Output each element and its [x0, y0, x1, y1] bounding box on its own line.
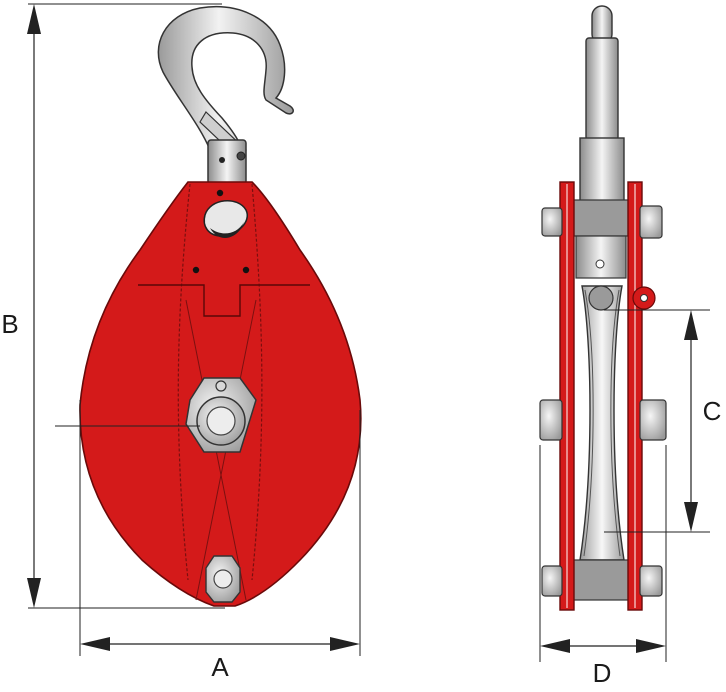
- strap-right: [251, 183, 263, 581]
- dim-a-arrow-right: [330, 637, 360, 651]
- bottom-axle: [205, 555, 241, 603]
- grease-nipple: [215, 380, 227, 392]
- dimension-b: B: [1, 3, 225, 609]
- dim-b-arrow-top: [27, 4, 41, 34]
- center-axle-bore: [206, 406, 236, 436]
- lower-spacer-block: [571, 559, 631, 601]
- bolt-set-bottom: [541, 565, 663, 597]
- hook-shank: [207, 139, 247, 185]
- dim-b-label: B: [1, 309, 18, 339]
- dim-d-arrow-right: [636, 639, 666, 653]
- bolt-head: [541, 207, 563, 237]
- rivet: [192, 266, 200, 274]
- plate-crossbar: [138, 284, 310, 317]
- eye-shadow: [210, 222, 244, 238]
- rivet: [242, 266, 250, 274]
- latch-pin: [236, 151, 246, 161]
- dim-d-arrow-left: [540, 639, 570, 653]
- strap-left: [177, 183, 191, 581]
- bolt-set-top: [541, 205, 663, 239]
- hook-pin: [219, 157, 225, 163]
- dim-c-label: C: [703, 396, 722, 426]
- dimension-d: D: [539, 445, 667, 688]
- bottom-axle-bore: [213, 569, 233, 589]
- upper-spacer-block: [571, 199, 631, 237]
- dim-c-arrow-bottom: [684, 502, 698, 532]
- dim-b-arrow-bottom: [27, 578, 41, 608]
- bolt-nut: [639, 565, 663, 597]
- dim-c-arrow-top: [684, 310, 698, 340]
- bolt-nut: [639, 399, 667, 441]
- swivel-collar: [579, 137, 625, 203]
- rivet: [216, 189, 224, 197]
- dim-a-label: A: [211, 652, 229, 682]
- swivel-shaft: [585, 37, 619, 141]
- front-view: [55, 6, 362, 607]
- bolt-set-middle: [539, 399, 667, 441]
- side-view: [539, 5, 667, 611]
- upper-spacer-lower: [575, 235, 627, 279]
- bolt-head: [539, 399, 563, 441]
- side-rivet: [595, 259, 605, 269]
- sheave-groove-right: [610, 289, 621, 557]
- bolt-head: [541, 565, 563, 597]
- latch-eye-hole: [640, 294, 648, 302]
- dim-d-label: D: [593, 658, 612, 688]
- eye-opening: [203, 200, 249, 237]
- hook: [157, 6, 294, 185]
- bolt-nut: [639, 205, 663, 239]
- sheave-groove-left: [583, 289, 594, 557]
- dimension-a: A: [79, 400, 361, 682]
- sheave: [579, 285, 625, 561]
- dim-a-arrow-left: [80, 637, 110, 651]
- center-axle: [185, 377, 257, 453]
- dimension-c: C: [604, 309, 722, 533]
- rope-guard-roller: [588, 285, 614, 311]
- hook-body: [157, 6, 294, 151]
